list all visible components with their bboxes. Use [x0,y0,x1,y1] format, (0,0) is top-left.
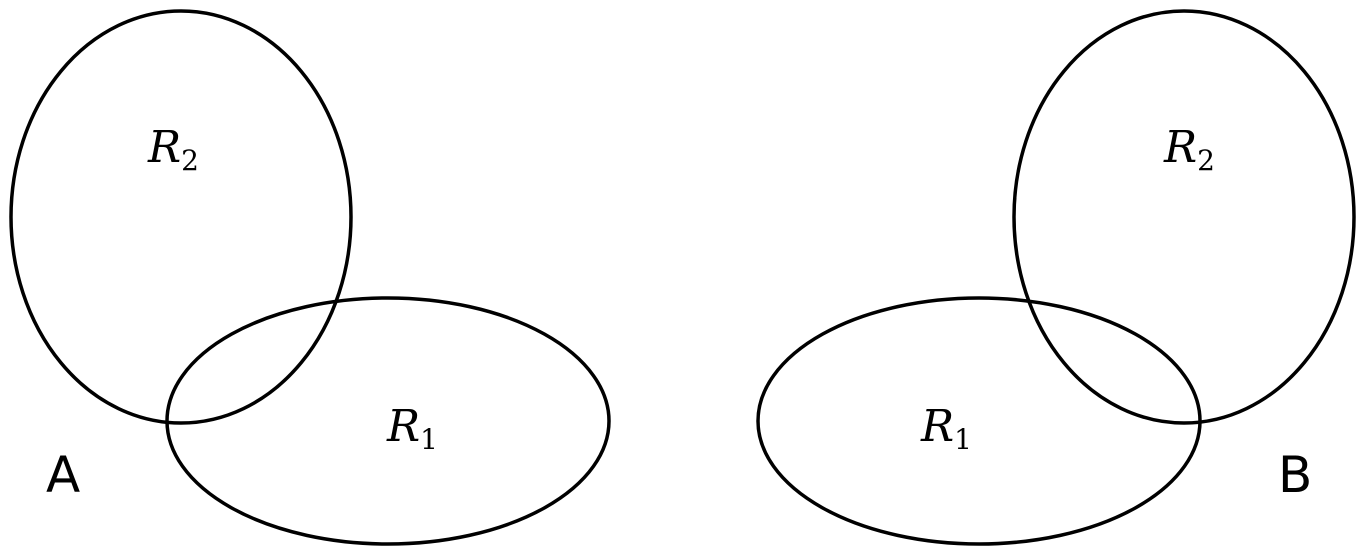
panel-b-region-r2-label: R2 [1163,122,1215,177]
panel-a-region-r2-label: R2 [147,122,199,177]
panel-a-r2-subscript: 2 [181,144,199,177]
panel-a-region-r1-ellipse [165,296,611,546]
panel-b-region-r1-label: R1 [920,401,972,456]
panel-a: R2 R1 A [9,9,611,546]
panel-b: R2 R1 B [756,9,1356,546]
panel-a-r1-subscript: 1 [420,423,438,456]
panel-b-r1-subscript: 1 [954,423,972,456]
panel-b-label: B [1278,446,1312,504]
panel-a-region-r1-label: R1 [386,401,438,456]
panel-b-region-r2-ellipse [1012,9,1356,425]
panel-a-label: A [46,446,80,504]
panel-b-r1-symbol: R [920,401,954,452]
panel-a-r2-symbol: R [147,122,181,173]
panel-b-region-r1-ellipse [756,296,1202,546]
panel-b-r2-subscript: 2 [1197,144,1215,177]
panel-a-region-r2-ellipse [9,9,353,425]
panel-a-r1-symbol: R [386,401,420,452]
panel-b-r2-symbol: R [1163,122,1197,173]
